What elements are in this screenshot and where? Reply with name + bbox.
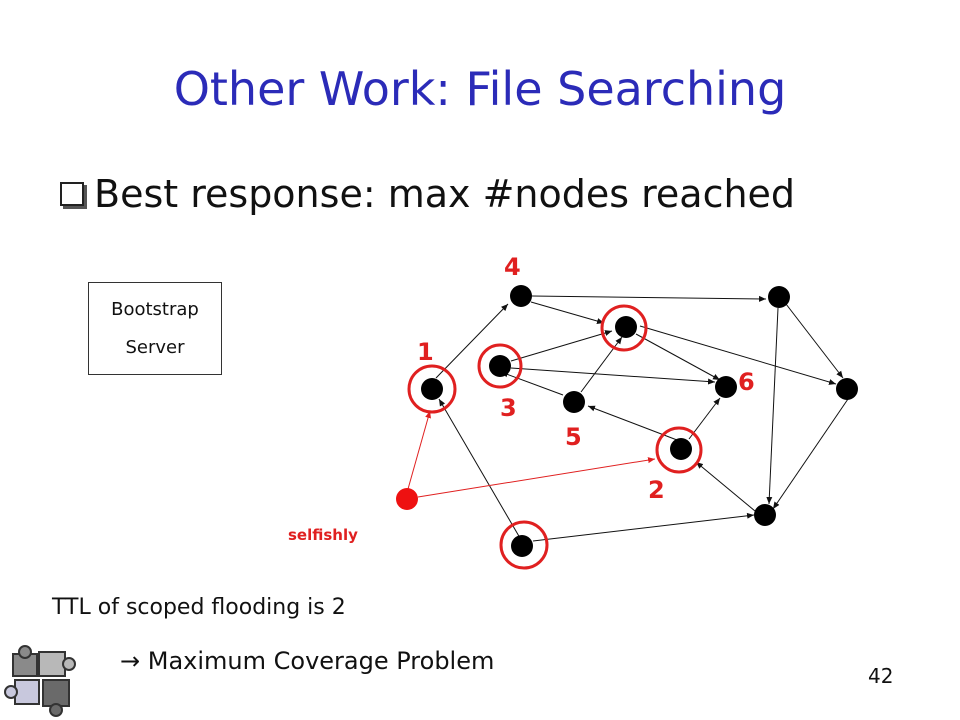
graph-edge — [530, 301, 605, 324]
graph-node — [510, 285, 532, 307]
graph-edge — [772, 398, 849, 510]
coverage-line: → Maximum Coverage Problem — [120, 647, 494, 675]
graph-node — [836, 378, 858, 400]
bootstrap-server-box: Bootstrap Server — [88, 282, 222, 375]
graph-node — [715, 376, 737, 398]
bootstrap-label: Bootstrap — [111, 299, 199, 321]
graph-nodes — [421, 285, 858, 557]
graph-node — [421, 378, 443, 400]
node-label-6: 6 — [738, 368, 755, 396]
graph-edge — [635, 333, 721, 381]
node-label-2: 2 — [648, 476, 665, 504]
graph-node — [511, 535, 533, 557]
slide-title: Other Work: File Searching — [173, 62, 787, 116]
puzzle-pieces-icon — [4, 645, 76, 717]
bullet-point: Best response: max #nodes reached — [60, 172, 795, 216]
highlight-ring — [477, 343, 523, 389]
graph-edge — [435, 303, 509, 379]
server-label: Server — [125, 336, 185, 358]
graph-node — [615, 316, 637, 338]
graph-edge — [510, 367, 716, 385]
page-number: 42 — [868, 664, 894, 688]
graph-edge — [785, 303, 844, 379]
ttl-text: TTL of scoped flooding is 2 — [52, 595, 346, 620]
selfish-edges — [407, 410, 656, 498]
right-arrow-icon: → — [120, 647, 141, 675]
node-label-4: 4 — [504, 253, 521, 281]
selfish-node — [396, 488, 418, 510]
highlight-rings — [407, 304, 703, 570]
graph-node — [670, 438, 692, 460]
highlight-ring — [499, 520, 549, 570]
graph-edge — [695, 461, 756, 512]
graph-node — [754, 504, 776, 526]
selfish-edge — [417, 457, 656, 498]
graph-node — [489, 355, 511, 377]
graph-edge — [532, 512, 755, 542]
graph-node — [768, 286, 790, 308]
graph-edge — [438, 398, 521, 539]
graph-node — [563, 391, 585, 413]
selfishly-label: selfishly — [288, 526, 358, 544]
selfish-edge — [407, 410, 431, 490]
node-label-5: 5 — [565, 423, 582, 451]
node-label-1: 1 — [417, 338, 434, 366]
graph-edge — [580, 336, 623, 393]
graph-edge — [500, 371, 564, 396]
highlight-ring — [600, 304, 648, 352]
highlight-ring — [655, 426, 703, 474]
graph-edge — [510, 330, 613, 362]
bullet-text: Best response: max #nodes reached — [94, 172, 796, 216]
node-label-3: 3 — [500, 394, 517, 422]
highlight-ring — [407, 364, 457, 414]
graph-edge — [639, 325, 837, 385]
checkbox-bullet-icon — [60, 182, 84, 206]
coverage-text: Maximum Coverage Problem — [147, 647, 495, 675]
graph-edge — [766, 307, 779, 505]
graph-edge — [531, 295, 767, 302]
graph-edges — [435, 295, 849, 542]
